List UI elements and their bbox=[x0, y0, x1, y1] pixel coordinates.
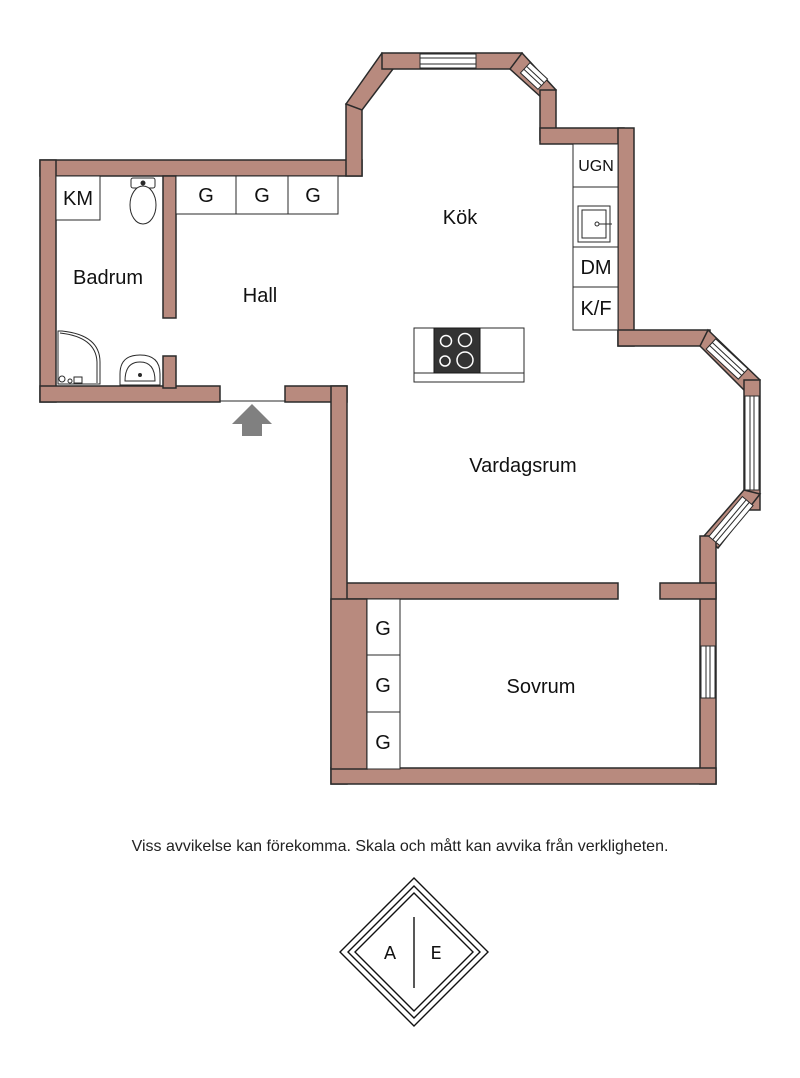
walls bbox=[39, 51, 762, 785]
company-logo bbox=[339, 877, 489, 1027]
room-label-bathroom: Badrum bbox=[73, 267, 143, 289]
dishwasher-label: DM bbox=[580, 257, 611, 279]
toilet-icon bbox=[129, 177, 157, 225]
room-label-living: Vardagsrum bbox=[469, 455, 576, 477]
hall-wardrobe-label-3: G bbox=[305, 185, 321, 207]
wall-bathroom-left bbox=[39, 159, 57, 403]
disclaimer-text: Viss avvikelse kan förekomma. Skala och … bbox=[132, 837, 669, 855]
wall-kitchen-right bbox=[617, 127, 635, 347]
fridge-freezer-label: K/F bbox=[580, 298, 611, 320]
bedroom-wardrobe-label-3: G bbox=[375, 732, 391, 754]
washer-label: KM bbox=[63, 188, 93, 210]
wall-bedroom-top-left bbox=[345, 582, 619, 600]
logo-letter-left: A bbox=[384, 943, 397, 964]
bedroom-wardrobe-label-2: G bbox=[375, 675, 391, 697]
room-label-kitchen: Kök bbox=[443, 207, 478, 229]
window-living-bay-top bbox=[705, 338, 749, 380]
window-kitchen-top bbox=[419, 53, 477, 69]
wall-kitchen-step bbox=[345, 103, 363, 177]
bedroom-wardrobes bbox=[366, 598, 401, 770]
wall-bedroom-top-right bbox=[659, 582, 717, 600]
window-bedroom bbox=[700, 645, 716, 699]
logo-letter-right: E bbox=[430, 943, 441, 964]
window-living-bay-right bbox=[744, 395, 760, 491]
hall-wardrobes bbox=[175, 175, 339, 215]
windows bbox=[419, 53, 760, 699]
cooktop-icon bbox=[433, 327, 481, 374]
wall-bathroom-inner-upper bbox=[162, 175, 177, 319]
hall-wardrobe-label-1: G bbox=[198, 185, 214, 207]
washer-box bbox=[55, 175, 101, 221]
kitchen-sink-icon bbox=[577, 205, 612, 243]
wall-bedroom-bottom bbox=[330, 767, 717, 785]
sink-icon bbox=[119, 354, 161, 386]
room-label-hall: Hall bbox=[243, 285, 277, 307]
hall-wardrobe-label-2: G bbox=[254, 185, 270, 207]
wall-hall-bottom-left bbox=[39, 385, 221, 403]
window-kitchen-bay bbox=[519, 61, 549, 91]
wall-bedroom-left-thick bbox=[330, 598, 368, 770]
wall-kitchen-bottom-ledge bbox=[617, 329, 711, 347]
wall-hall-top bbox=[39, 159, 363, 177]
oven-label: UGN bbox=[578, 158, 614, 175]
wall-kitchen-right-ledge bbox=[539, 127, 625, 145]
window-living-bay-bottom bbox=[708, 495, 754, 547]
bedroom-wardrobe-label-1: G bbox=[375, 618, 391, 640]
wall-bathroom-inner-lower bbox=[162, 355, 177, 389]
shower-icon bbox=[57, 330, 101, 385]
room-label-bedroom: Sovrum bbox=[507, 676, 576, 698]
entrance-arrow-icon bbox=[232, 404, 272, 436]
